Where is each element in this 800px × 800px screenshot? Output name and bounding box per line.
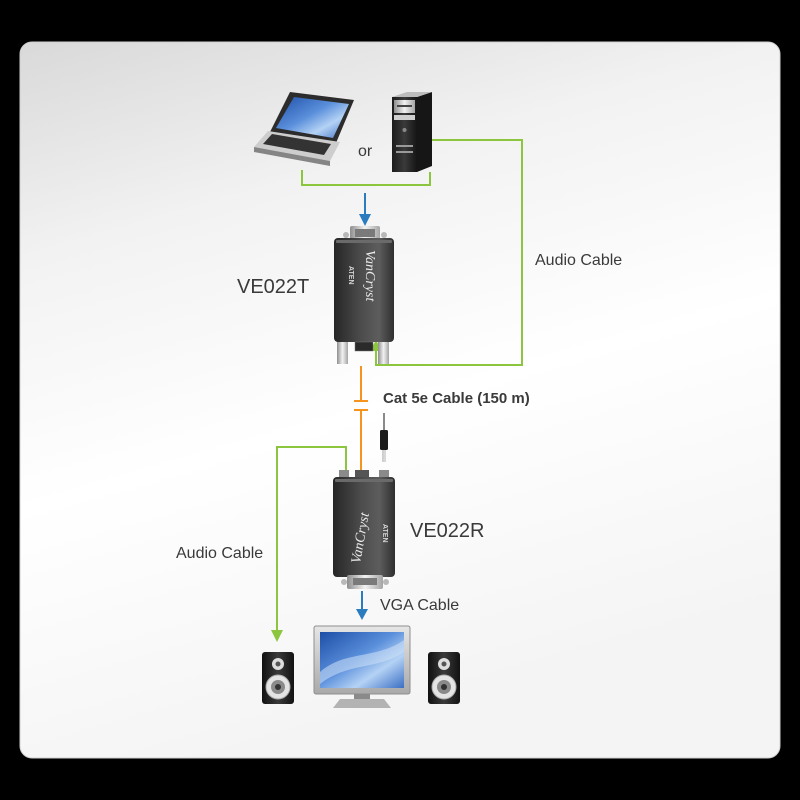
video-arrow-down-top	[359, 193, 371, 226]
source-video-line	[301, 170, 431, 186]
tower-slot-1	[396, 145, 413, 147]
laptop-screen	[276, 97, 349, 138]
or-label: or	[358, 143, 373, 160]
receiver-label: VE022R	[410, 520, 485, 542]
audio-line-path	[375, 139, 523, 366]
audio-cable-left-label: Audio Cable	[176, 545, 263, 562]
receiver-top-audio-port	[339, 470, 349, 478]
speaker-right-tweeter-center	[441, 661, 447, 667]
audio-plug-tip	[382, 450, 386, 462]
receiver-brand: ATEN	[381, 524, 388, 543]
audio-cable-right-label: Audio Cable	[535, 252, 622, 269]
monitor-stand	[333, 699, 391, 708]
vga-cable-label: VGA Cable	[380, 597, 459, 614]
transmitter-device: VanCryst ATEN	[334, 226, 394, 364]
transmitter-brand: ATEN	[347, 266, 354, 285]
speaker-icon	[262, 652, 294, 704]
laptop-icon	[254, 92, 354, 166]
thumbscrew-left	[341, 579, 347, 585]
receiver-device: VanCryst ATEN	[333, 470, 395, 589]
arrow-head	[356, 609, 368, 620]
audio-plug-icon	[380, 413, 388, 462]
speaker-icon	[428, 652, 460, 704]
transmitter-bottom-connector-left	[337, 342, 348, 364]
speaker-left-woofer-center	[275, 684, 281, 690]
tower-drive-bay-2	[394, 115, 415, 120]
laptop-keyboard	[263, 134, 331, 155]
transmitter-label: VE022T	[237, 276, 309, 298]
receiver-top-rj45-port	[355, 470, 369, 478]
desktop-tower-icon	[392, 92, 432, 172]
connector-inner	[353, 578, 377, 585]
connector-inner	[355, 229, 375, 237]
transmitter-body-highlight	[336, 240, 392, 243]
transmitter-bottom-connector-right	[378, 342, 389, 364]
monitor-icon	[313, 625, 411, 708]
monitor-screen-swoosh	[320, 640, 404, 684]
receiver-body-highlight	[335, 479, 393, 482]
laptop-front-edge	[254, 147, 330, 166]
tower-slot-2	[396, 151, 413, 153]
transmitter-logo: VanCryst	[362, 250, 377, 302]
video-arrow-down-bottom	[356, 591, 368, 620]
cat5e-cable-label: Cat 5e Cable (150 m)	[383, 390, 530, 407]
arrow-head-down	[271, 630, 283, 642]
monitor-neck	[354, 694, 370, 699]
arrow-head	[359, 214, 371, 226]
thumbscrew-right	[383, 579, 389, 585]
tower-power-button	[402, 128, 407, 132]
tower-side	[417, 92, 432, 172]
tower-top	[392, 92, 432, 97]
speaker-right-woofer-center	[441, 684, 447, 690]
transmitter-body	[334, 238, 394, 342]
transmitter-rj45-port	[354, 341, 374, 352]
tower-drive-slot	[397, 105, 412, 107]
audio-cable-left-line	[271, 446, 347, 642]
thumbscrew-left	[343, 232, 349, 238]
audio-line-path-left	[276, 446, 347, 632]
thumbscrew-right	[381, 232, 387, 238]
receiver-body	[333, 477, 395, 577]
receiver-top-power-port	[379, 470, 389, 478]
audio-plug-body	[380, 430, 388, 450]
cat5e-cable-line	[354, 366, 368, 472]
speaker-left-tweeter-center	[275, 661, 281, 667]
diagram-panel	[19, 41, 781, 759]
